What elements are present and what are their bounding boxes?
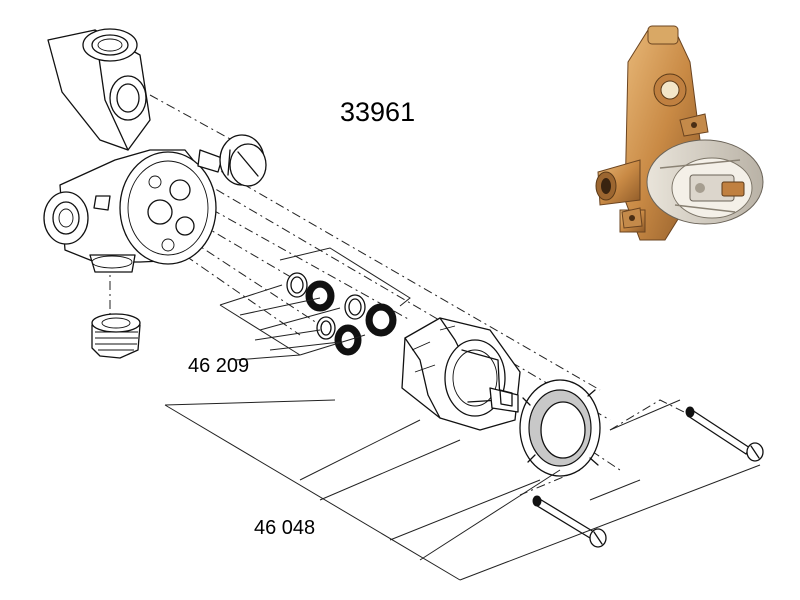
model-number-label: 33961	[340, 97, 416, 127]
seal-kit-bracket	[219, 247, 411, 361]
plug-cap	[219, 134, 267, 187]
cartridge-assembly-bracket	[164, 399, 761, 581]
screw-upper	[685, 406, 764, 462]
cartridge	[401, 317, 521, 431]
threaded-nipple	[91, 313, 141, 359]
seal-rings	[286, 272, 397, 356]
part-number-seal-kit: 46 209	[188, 355, 250, 377]
screw-lower	[532, 495, 607, 548]
cover-ring	[519, 379, 601, 477]
valve-body	[43, 28, 223, 273]
assembly-axes	[109, 94, 691, 496]
part-number-cartridge-assembly: 46 048	[254, 517, 316, 539]
product-photo	[595, 25, 764, 241]
